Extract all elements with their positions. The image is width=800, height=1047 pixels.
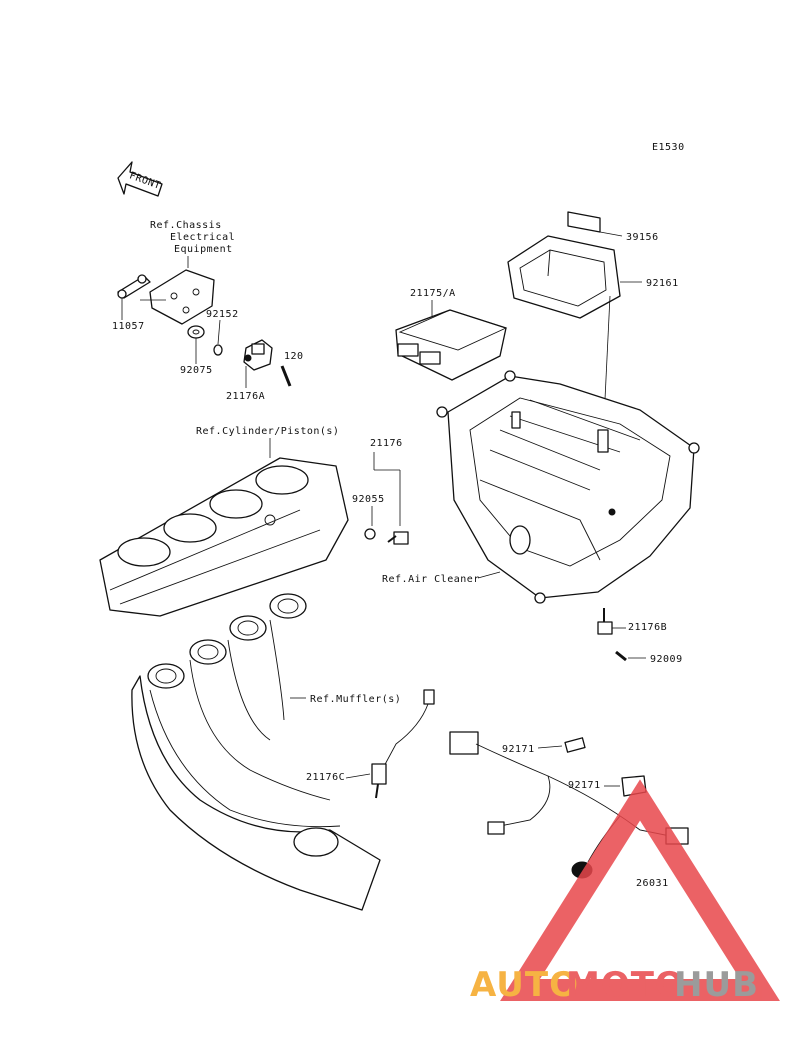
- label-21176A: 21176A: [226, 391, 265, 402]
- label-92171-b: 92171: [568, 780, 601, 791]
- label-92161: 92161: [646, 278, 679, 289]
- watermark-logo: AUTO MOTO HUB: [470, 779, 780, 1005]
- label-21175A: 21175/A: [410, 288, 456, 299]
- temp-sensor-21176: [387, 531, 409, 545]
- label-92171-a: 92171: [502, 744, 535, 755]
- ecu-21175A: [395, 309, 508, 381]
- label-92055: 92055: [352, 494, 385, 505]
- label-92152: 92152: [206, 309, 239, 320]
- label-26031: 26031: [636, 878, 669, 889]
- label-39156: 39156: [626, 232, 659, 243]
- collar-92152: [213, 344, 223, 356]
- label-92009: 92009: [650, 654, 683, 665]
- leader-line: [345, 773, 371, 779]
- ref-chassis-line3: Equipment: [174, 244, 233, 255]
- label-11057: 11057: [112, 321, 145, 332]
- ref-muffler: Ref.Muffler(s): [310, 694, 401, 705]
- ref-chassis-line1: Ref.Chassis: [150, 220, 222, 231]
- label-21176: 21176: [370, 438, 403, 449]
- ref-cylinder: Ref.Cylinder/Piston(s): [196, 426, 339, 437]
- o2-sensor-21176C: [371, 689, 435, 799]
- leader-line: [537, 745, 563, 749]
- exhaust-headers: [131, 593, 381, 911]
- gasket-92055: [364, 528, 376, 540]
- screw-92009: [615, 650, 627, 662]
- ref-air-cleaner: Ref.Air Cleaner: [382, 574, 480, 585]
- cylinder-block: [99, 457, 349, 617]
- label-21176B: 21176B: [628, 622, 667, 633]
- watermark-part-2: MOTO: [566, 965, 685, 1005]
- leader-line: [477, 571, 501, 579]
- watermark-part-3: HUB: [674, 965, 759, 1005]
- air-cleaner-housing: [436, 370, 700, 604]
- rubber-39156: [567, 211, 601, 233]
- label-92075: 92075: [180, 365, 213, 376]
- sensor-bracket: [117, 269, 215, 325]
- front-arrow-icon: FRONT: [117, 161, 163, 197]
- harness-26031: [449, 731, 689, 879]
- grommet-92075: [187, 325, 205, 339]
- leader-line: [599, 231, 623, 237]
- ecu-bracket-92161: [507, 235, 621, 319]
- watermark-part-1: AUTO: [470, 965, 579, 1005]
- ref-chassis-line2: Electrical: [170, 232, 235, 243]
- diagram-code: E1530: [652, 142, 685, 153]
- label-21176C: 21176C: [306, 772, 345, 783]
- sensor-21176B: [597, 608, 613, 635]
- sensor-21176A: [243, 339, 273, 371]
- leader-line: [217, 319, 221, 345]
- clamp-92171-a: [564, 737, 586, 753]
- label-120: 120: [284, 351, 304, 362]
- bolt-120: [280, 365, 292, 387]
